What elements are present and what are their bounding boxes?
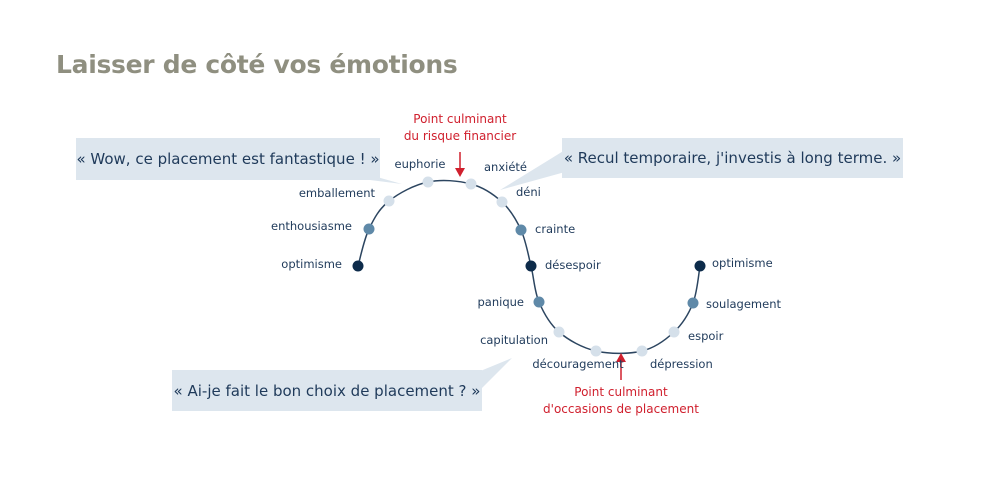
stage-dot bbox=[590, 345, 602, 357]
stage-dot bbox=[383, 195, 395, 207]
stage-label: euphorie bbox=[394, 157, 446, 171]
stage-label: anxiété bbox=[484, 160, 527, 174]
quote-euphoria: « Wow, ce placement est fantastique ! » bbox=[76, 150, 380, 168]
callout-2-box bbox=[562, 138, 903, 178]
stage-dot bbox=[636, 345, 648, 357]
callout-3-box bbox=[172, 370, 482, 411]
stage-label: espoir bbox=[688, 329, 724, 343]
opportunity-peak-line1: Point culminant bbox=[574, 385, 668, 399]
stage-label: capitulation bbox=[480, 333, 548, 347]
stage-label: optimisme bbox=[281, 257, 342, 271]
stage-dot bbox=[465, 178, 477, 190]
stage-dot bbox=[668, 326, 680, 338]
callout-3-tail bbox=[478, 358, 512, 392]
stage-dot bbox=[515, 224, 527, 236]
stage-dot bbox=[525, 260, 537, 272]
stage-label: crainte bbox=[535, 222, 576, 236]
risk-peak-line1: Point culminant bbox=[413, 112, 507, 126]
stage-label: déni bbox=[516, 185, 541, 199]
quote-doubt: « Ai-je fait le bon choix de placement ?… bbox=[173, 381, 481, 400]
opportunity-peak-annotation: Point culminant d'occasions de placement bbox=[541, 384, 701, 418]
risk-peak-line2: du risque financier bbox=[403, 129, 517, 143]
stage-label: optimisme bbox=[712, 256, 773, 270]
stage-dot bbox=[496, 196, 508, 208]
callout-1-box bbox=[76, 138, 380, 180]
stage-label: découragement bbox=[532, 357, 624, 371]
stage-label: panique bbox=[477, 295, 525, 309]
opportunity-peak-arrowhead bbox=[616, 353, 626, 362]
risk-peak-arrowhead bbox=[455, 168, 465, 177]
stage-dot bbox=[694, 260, 706, 272]
stage-label: désespoir bbox=[545, 258, 601, 272]
stage-label: dépression bbox=[650, 357, 713, 371]
stage-dot bbox=[533, 296, 545, 308]
risk-peak-annotation: Point culminant du risque financier bbox=[400, 111, 520, 145]
stage-dot bbox=[352, 260, 364, 272]
stage-label: enthousiasme bbox=[271, 219, 352, 233]
quote-long-term: « Recul temporaire, j'investis à long te… bbox=[563, 149, 902, 167]
stage-label: soulagement bbox=[706, 297, 782, 311]
stage-dot bbox=[422, 176, 434, 188]
page-title: Laisser de côté vos émotions bbox=[56, 50, 458, 79]
stage-dot bbox=[687, 297, 699, 309]
stage-label: emballement bbox=[298, 186, 375, 200]
opportunity-peak-line2: d'occasions de placement bbox=[543, 402, 699, 416]
callout-2-tail bbox=[500, 150, 565, 190]
stage-dot bbox=[553, 326, 565, 338]
stage-dot bbox=[363, 223, 375, 235]
